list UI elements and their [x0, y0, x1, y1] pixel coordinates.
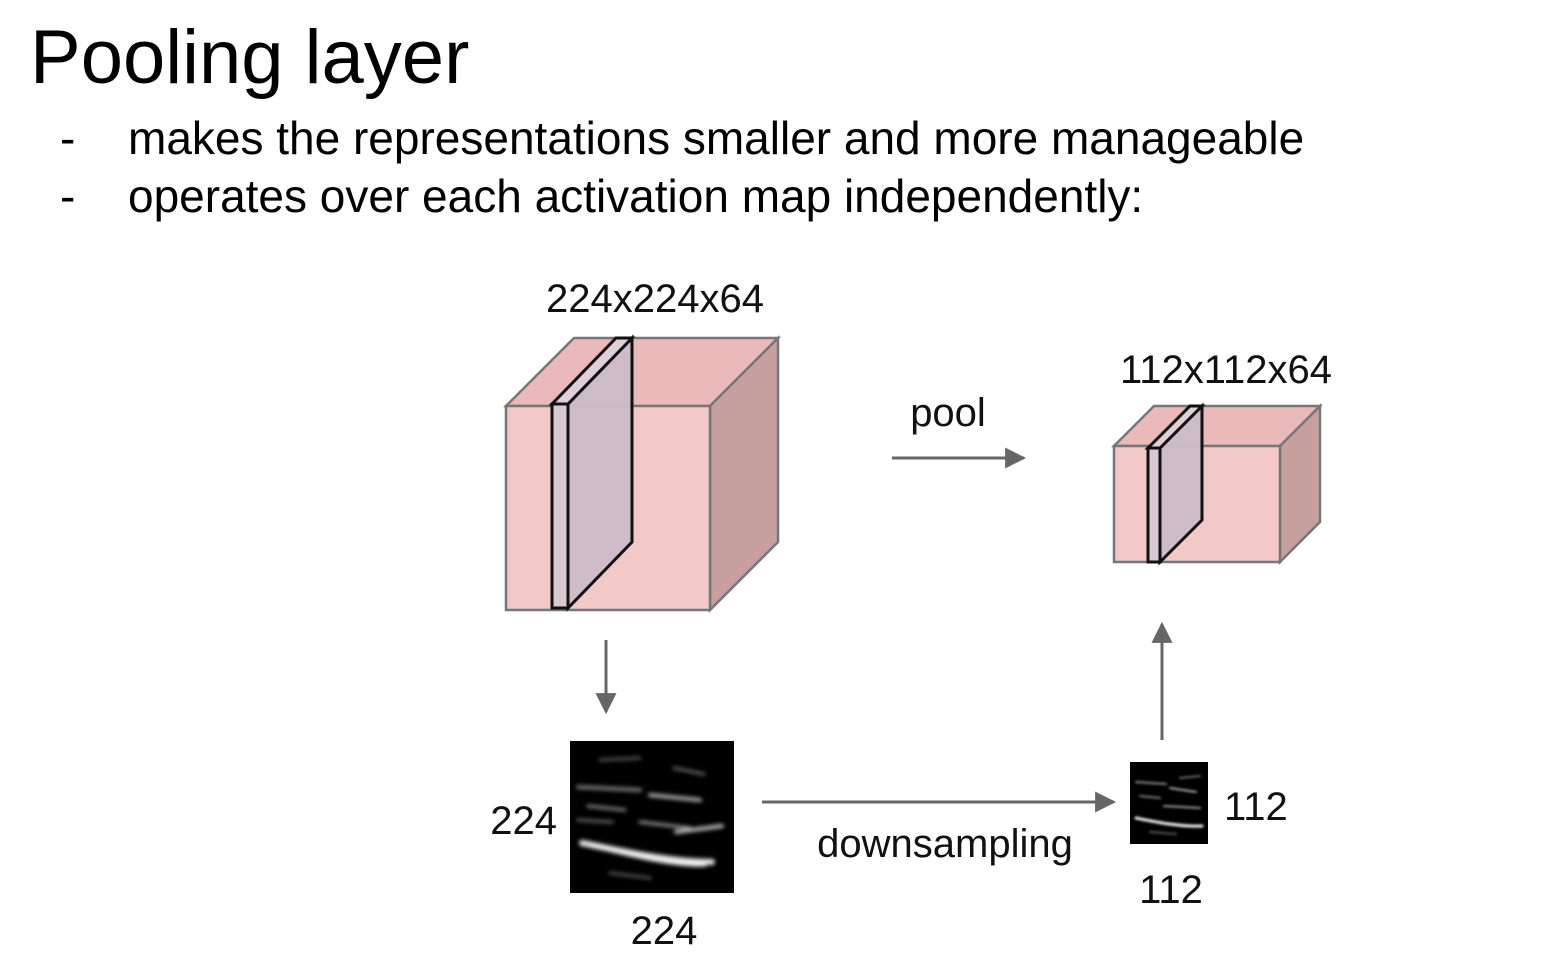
output-activation-slice — [1144, 402, 1206, 566]
output-map-height-label: 112 — [1224, 785, 1288, 829]
pool-label: pool — [910, 391, 986, 435]
output-volume-cube: 112x112x64 — [1110, 348, 1332, 566]
input-volume-label: 224x224x64 — [546, 277, 764, 321]
output-map-width-label: 112 — [1139, 868, 1203, 912]
input-activation-map — [570, 741, 734, 893]
input-volume-cube: 224x224x64 — [502, 277, 782, 614]
bullet-text: operates over each activation map indepe… — [128, 170, 1144, 222]
output-activation-map — [1130, 762, 1208, 844]
bullet-marker: - — [60, 112, 76, 164]
input-map-width-label: 224 — [631, 909, 698, 953]
downsampling-label: downsampling — [817, 822, 1073, 866]
input-activation-slice — [548, 334, 636, 612]
bullet-text: makes the representations smaller and mo… — [128, 112, 1305, 164]
output-volume-label: 112x112x64 — [1120, 348, 1332, 392]
input-map-height-label: 224 — [490, 799, 557, 843]
slide-title: Pooling layer — [30, 15, 470, 100]
bullet-marker: - — [60, 170, 76, 222]
